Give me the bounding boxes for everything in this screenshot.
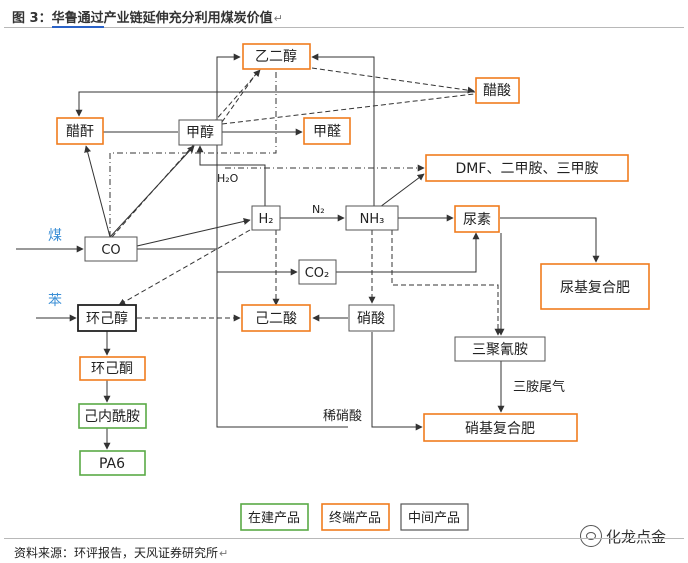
node-box-urea xyxy=(454,205,500,233)
watermark: 化龙点金 xyxy=(580,525,666,547)
dashed-h2-to-cyclohexanol xyxy=(118,229,251,306)
legend-under-construction: 在建产品 xyxy=(248,511,300,526)
node-caprolactam: 己内酰胺 xyxy=(84,409,140,425)
node-box-urea-compound-fertilizer xyxy=(540,263,650,310)
node-box-pa6 xyxy=(79,450,146,476)
node-box-caprolactam xyxy=(78,403,147,429)
input-benzene-label: 苯 xyxy=(48,292,62,309)
node-nitric-acid: 硝酸 xyxy=(357,311,385,327)
arrow-co2-to-urea xyxy=(336,232,480,273)
arrow-h2-to-methanol xyxy=(196,145,266,207)
node-formaldehyde: 甲醛 xyxy=(313,124,341,140)
node-glycol: 乙二醇 xyxy=(255,48,297,65)
node-box-co xyxy=(84,236,138,262)
node-acetic-anhydride: 醋酐 xyxy=(66,124,94,140)
source-text: 资料来源：环评报告，天风证券研究所↵ xyxy=(14,544,228,561)
node-melamine: 三聚氰胺 xyxy=(472,342,528,358)
source-label: 资料来源：环评报告，天风证券研究所 xyxy=(14,546,219,560)
source-paragraph-mark: ↵ xyxy=(219,547,229,560)
node-nh3: NH₃ xyxy=(360,212,385,227)
node-box-methanol xyxy=(178,119,223,146)
arrow-to-glycol-right xyxy=(311,53,375,207)
wechat-icon xyxy=(580,525,602,547)
watermark-text: 化龙点金 xyxy=(606,527,667,546)
free-labels: 煤 苯 H₂O N₂ 三胺尾气 稀硝酸 xyxy=(48,172,565,424)
node-box-co2 xyxy=(298,259,337,285)
label-n2: N₂ xyxy=(312,203,325,216)
arrow-urea-to-compound xyxy=(500,217,600,263)
node-box-melamine xyxy=(454,336,546,362)
label-h2o: H₂O xyxy=(217,172,239,185)
dashed-nh3-to-melamine xyxy=(391,230,502,336)
source-footer: 资料来源：环评报告，天风证券研究所↵ xyxy=(4,538,684,561)
dashed-co-to-glycol xyxy=(111,69,261,238)
dashed-methanol-to-acetic xyxy=(221,93,475,125)
figure-title-highlight: 华鲁通过 xyxy=(51,11,104,28)
node-box-nitric-acid xyxy=(348,304,395,332)
node-adipic-acid: 己二酸 xyxy=(255,311,297,327)
node-box-amines xyxy=(425,154,629,182)
node-box-nh3 xyxy=(345,205,399,231)
node-box-nitro-compound-fertilizer xyxy=(423,413,578,442)
paragraph-mark: ↵ xyxy=(273,12,283,25)
intermediate-nodes: 甲醇 H₂ NH₃ CO CO₂ 环己醇 硝酸 三聚氰胺 xyxy=(77,119,546,362)
arrow-to-glycol-left xyxy=(216,53,241,249)
node-box-formaldehyde xyxy=(303,117,351,145)
legend-end-product: 终端产品 xyxy=(329,510,381,526)
dashed-connectors xyxy=(109,67,502,336)
dashed-glycol-to-acetic xyxy=(311,67,475,94)
legend: 在建产品 终端产品 中间产品 xyxy=(240,503,469,531)
node-amines: DMF、二甲胺、三甲胺 xyxy=(456,161,599,177)
figure-title-prefix: 图 3： xyxy=(12,11,52,26)
node-box-cyclohexanol xyxy=(77,304,137,332)
legend-intermediate: 中间产品 xyxy=(408,511,460,526)
input-coal-label: 煤 xyxy=(48,228,62,244)
node-box-glycol xyxy=(242,43,311,70)
arrow-acetic-to-anhydride xyxy=(75,91,475,117)
line-left-to-nitro xyxy=(216,272,348,428)
node-cyclohexanol: 环己醇 xyxy=(86,310,128,327)
node-box-acetic-acid xyxy=(475,77,520,104)
figure-title: 图 3：华鲁通过产业链延伸充分利用煤炭价值↵ xyxy=(12,7,283,28)
legend-box-intermediate xyxy=(400,503,469,531)
node-methanol: 甲醇 xyxy=(186,124,214,141)
node-cyclohexanone: 环己酮 xyxy=(91,361,133,377)
arrow-co-to-anhydride xyxy=(84,145,111,238)
arrow-nh3-to-amines xyxy=(379,173,425,208)
arrow-nitric-to-nitro-fertilizer xyxy=(371,332,423,431)
legend-box-end-product xyxy=(321,503,390,531)
node-co2: CO₂ xyxy=(305,266,330,281)
dashed-co-loop xyxy=(109,70,277,237)
node-nitro-compound-fertilizer: 硝基复合肥 xyxy=(465,420,535,437)
label-tail-gas: 三胺尾气 xyxy=(513,379,565,395)
node-urea-compound-fertilizer: 尿基复合肥 xyxy=(560,279,630,296)
label-dilute-nitric: 稀硝酸 xyxy=(323,409,362,424)
end-product-nodes: 乙二醇 醋酸 醋酐 甲醛 DMF、二甲胺、三甲胺 尿素 尿基复合肥 己二酸 环己… xyxy=(56,43,650,442)
arrow-co-to-co2 xyxy=(137,248,298,276)
dashed-methanol-to-glycol xyxy=(221,70,259,123)
node-urea: 尿素 xyxy=(463,212,491,228)
arrow-co-to-h2 xyxy=(136,218,251,247)
node-box-acetic-anhydride xyxy=(56,117,104,145)
node-h2: H₂ xyxy=(259,212,274,227)
under-construction-nodes: 己内酰胺 PA6 xyxy=(78,403,147,476)
node-box-h2 xyxy=(251,205,281,231)
figure-title-rest: 产业链延伸充分利用煤炭价值 xyxy=(103,11,273,26)
figure-title-bar: 图 3：华鲁通过产业链延伸充分利用煤炭价值↵ xyxy=(4,3,684,28)
node-acetic-acid: 醋酸 xyxy=(483,83,511,99)
node-pa6: PA6 xyxy=(99,456,125,472)
node-co: CO xyxy=(101,243,120,258)
node-box-adipic-acid xyxy=(241,304,311,332)
node-box-cyclohexanone xyxy=(79,356,146,381)
legend-box-under-construction xyxy=(240,503,309,531)
